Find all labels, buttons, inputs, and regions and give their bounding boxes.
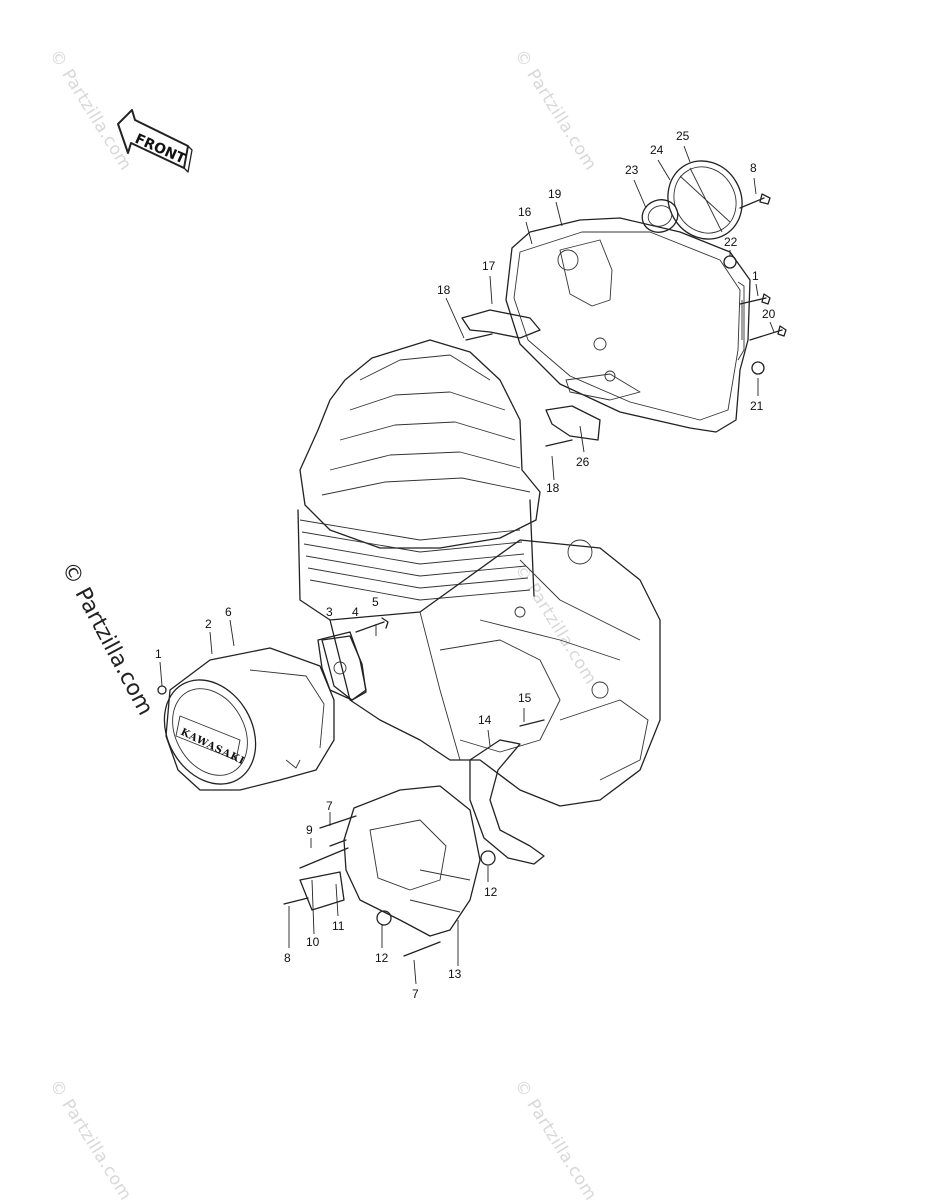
callout-11: 11 (332, 919, 345, 933)
callout-16: 16 (518, 205, 532, 219)
callout-2: 2 (205, 617, 212, 631)
callout-21: 21 (750, 399, 764, 413)
callout-1: 1 (752, 269, 759, 283)
callout-18: 18 (546, 481, 560, 495)
callout-12: 12 (484, 885, 498, 899)
callout-3: 3 (326, 605, 333, 619)
cover-brand: KAWASAKI (179, 727, 247, 768)
callout-10: 10 (306, 935, 320, 949)
callout-12: 12 (375, 951, 389, 965)
leader-lines (159, 145, 775, 985)
callout-20: 20 (762, 307, 776, 321)
callout-26: 26 (576, 455, 590, 469)
bracket (321, 617, 389, 701)
callout-18: 18 (437, 283, 451, 297)
callout-23: 23 (625, 163, 639, 177)
sprocket-cover (283, 785, 496, 957)
callout-5: 5 (372, 595, 379, 609)
clutch-cover (505, 217, 751, 433)
engine-block (297, 339, 661, 807)
cover-rings (641, 160, 743, 240)
callout-14: 14 (478, 713, 492, 727)
callout-7: 7 (412, 987, 419, 1001)
callout-1: 1 (155, 647, 162, 661)
front-arrow-icon: FRONT (117, 109, 193, 173)
chain-guard (469, 719, 545, 865)
callouts: 1 2 6 3 4 5 7 9 8 10 11 12 12 7 13 14 15… (155, 129, 776, 1001)
callout-19: 19 (548, 187, 562, 201)
callout-13: 13 (448, 967, 462, 981)
callout-24: 24 (650, 143, 664, 157)
callout-25: 25 (676, 129, 690, 143)
chain-guides (461, 309, 601, 447)
callout-8: 8 (750, 161, 757, 175)
callout-7: 7 (326, 799, 333, 813)
callout-9: 9 (306, 823, 313, 837)
callout-4: 4 (352, 605, 359, 619)
callout-17: 17 (482, 259, 496, 273)
callout-6: 6 (225, 605, 232, 619)
callout-22: 22 (724, 235, 738, 249)
callout-8: 8 (284, 951, 291, 965)
bolts-upper-right (723, 193, 787, 375)
callout-15: 15 (518, 691, 532, 705)
generator-cover: KAWASAKI (157, 647, 335, 791)
